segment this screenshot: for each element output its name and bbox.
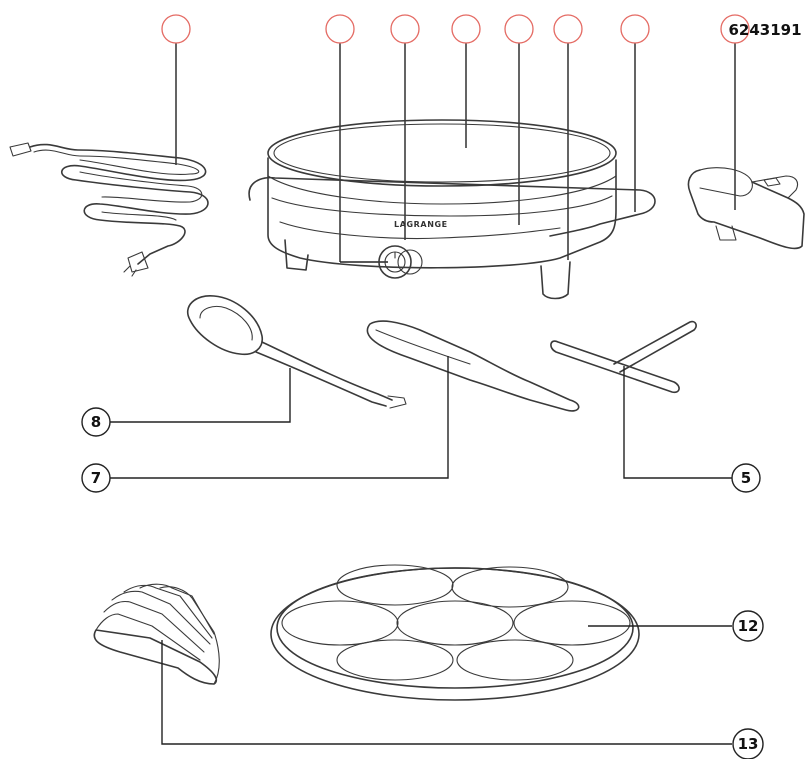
callout-empty-holder xyxy=(720,14,750,44)
ladle xyxy=(187,295,407,409)
mini-pancake-plate xyxy=(270,564,640,701)
callout-empty-rim xyxy=(504,14,534,44)
callout-13: 13 xyxy=(738,735,759,753)
pancake-fan xyxy=(93,583,220,685)
empty-callouts xyxy=(161,14,750,263)
product-code: 6243191 xyxy=(728,21,801,39)
numbered-callouts-mid: 8 7 5 xyxy=(81,356,761,493)
brand-label: LAGRANGE xyxy=(394,220,448,229)
batter-holder xyxy=(687,167,805,250)
callout-7: 7 xyxy=(91,469,101,487)
crepe-maker: LAGRANGE xyxy=(248,119,656,300)
callout-empty-cord xyxy=(161,14,191,44)
batter-spreader xyxy=(550,320,697,394)
callout-12: 12 xyxy=(738,617,759,635)
callout-empty-base xyxy=(553,14,583,44)
spatula xyxy=(366,320,580,412)
callout-empty-plate xyxy=(451,14,481,44)
callout-empty-thermostat xyxy=(325,14,355,44)
power-cord xyxy=(9,142,209,277)
callout-empty-handle xyxy=(620,14,650,44)
callout-5: 5 xyxy=(741,469,751,487)
numbered-callouts-bottom: 12 13 xyxy=(161,610,764,759)
callout-empty-knob xyxy=(390,14,420,44)
callout-8: 8 xyxy=(91,413,101,431)
